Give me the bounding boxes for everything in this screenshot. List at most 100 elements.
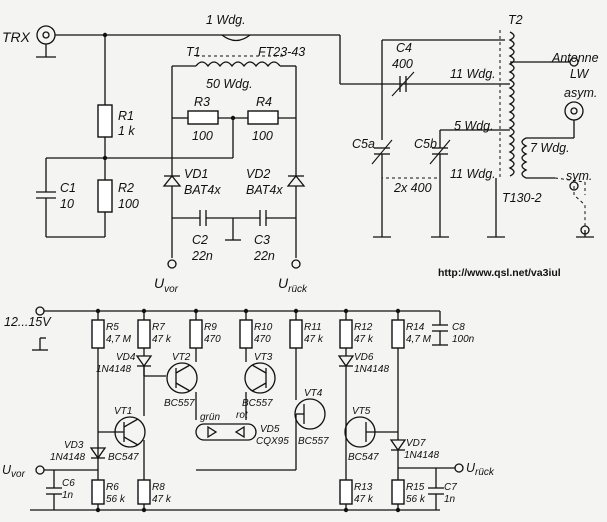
- r13-value: 47 k: [354, 494, 374, 505]
- vd4-diode: [135, 355, 153, 368]
- uruck-input: [454, 463, 464, 473]
- c8-value: 100n: [452, 334, 475, 345]
- vd6-diode: [337, 355, 355, 368]
- vd7-diode: [389, 439, 407, 452]
- source-url: http://www.qsl.net/va3iul: [438, 267, 561, 279]
- vd7-label: VD7: [406, 438, 426, 449]
- c3-value: 22n: [253, 249, 275, 263]
- vd5-value: CQX95: [256, 436, 289, 447]
- r12-label: R12: [354, 322, 373, 333]
- r15-value: 56 k: [406, 494, 426, 505]
- vd4-value: 1N4148: [96, 364, 131, 375]
- c4-label: C4: [396, 41, 412, 55]
- c5b-label: C5b: [414, 137, 437, 151]
- vd2-value: BAT4x: [246, 183, 283, 197]
- r15-resistor: [391, 479, 405, 505]
- vt5-value: BC547: [348, 452, 379, 463]
- c2-label: C2: [192, 233, 208, 247]
- vd2-diode: [286, 174, 306, 187]
- r14-label: R14: [406, 322, 425, 333]
- rot-label: rot: [236, 410, 249, 421]
- r5-resistor: [91, 319, 105, 349]
- r1-value: 1 k: [118, 124, 135, 138]
- r3-label: R3: [194, 95, 210, 109]
- top-circuit: TRX 1 Wdg. T1 FT23-43 50 Wdg. R1 1 k R2 …: [2, 13, 599, 295]
- r3-resistor: [187, 110, 219, 125]
- r8-value: 47 k: [152, 494, 172, 505]
- vt1-value: BC547: [108, 452, 139, 463]
- r8-resistor: [137, 479, 151, 505]
- r5-label: R5: [106, 322, 119, 333]
- t1-primary: [221, 34, 251, 42]
- r2-resistor: [97, 179, 113, 213]
- wdg11a-label: 11 Wdg.: [450, 67, 496, 81]
- t1-label: T1: [186, 45, 201, 59]
- c1-label: C1: [60, 181, 76, 195]
- vd1-value: BAT4x: [184, 183, 221, 197]
- r9-value: 470: [204, 334, 221, 345]
- supply-label: 12...15V: [4, 315, 52, 329]
- r15-label: R15: [406, 482, 425, 493]
- c5a-label: C5a: [352, 137, 375, 151]
- wdg7-label: 7 Wdg.: [530, 141, 570, 155]
- r5-value: 4,7 M: [106, 334, 132, 345]
- r6-resistor: [91, 479, 105, 505]
- t1-coil: [195, 61, 281, 68]
- r6-value: 56 k: [106, 494, 126, 505]
- c5-value: 2x 400: [393, 181, 432, 195]
- r13-label: R13: [354, 482, 373, 493]
- wdg50-label: 50 Wdg.: [206, 77, 253, 91]
- t2-secondary: [521, 137, 528, 179]
- uvor-top-label: Uvor: [154, 275, 179, 295]
- sym-label: sym.: [566, 169, 592, 183]
- one-wdg-label: 1 Wdg.: [206, 13, 246, 27]
- r13-resistor: [339, 479, 353, 505]
- r12-resistor: [339, 319, 353, 349]
- r1-label: R1: [118, 109, 134, 123]
- vd6-label: VD6: [354, 352, 374, 363]
- r9-label: R9: [204, 322, 217, 333]
- vt4-label: VT4: [304, 388, 323, 399]
- uruck-bottom-label: Urück: [466, 461, 495, 478]
- vt4-value: BC557: [298, 436, 329, 447]
- t2-core-label: T130-2: [502, 191, 542, 205]
- vt2-label: VT2: [172, 352, 191, 363]
- r3-value: 100: [192, 129, 213, 143]
- uruck-top-label: Urück: [278, 275, 308, 295]
- r7-label: R7: [152, 322, 165, 333]
- vd2-label: VD2: [246, 167, 270, 181]
- vd3-value: 1N4148: [50, 452, 85, 463]
- t2-coil: [508, 31, 515, 177]
- r11-resistor: [289, 319, 303, 349]
- supply-terminal: [35, 306, 45, 316]
- wdg11b-label: 11 Wdg.: [450, 167, 496, 181]
- t2-label: T2: [508, 13, 523, 27]
- vt3-transistor: [244, 362, 276, 394]
- asym-label: asym.: [564, 86, 597, 100]
- vd7-value: 1N4148: [404, 450, 439, 461]
- vt1-label: VT1: [114, 406, 132, 417]
- vt5-label: VT5: [352, 406, 371, 417]
- r7-resistor: [137, 319, 151, 349]
- r9-resistor: [189, 319, 203, 349]
- t1-core-label: FT23-43: [258, 45, 305, 59]
- r14-value: 4,7 M: [406, 334, 432, 345]
- trx-connector: [36, 25, 56, 58]
- c6-value: 1n: [62, 490, 74, 501]
- vt4-transistor: [294, 398, 326, 430]
- vd3-label: VD3: [64, 440, 84, 451]
- r11-value: 47 k: [304, 334, 324, 345]
- vt2-transistor: [166, 362, 198, 394]
- uvor-bottom-label: Uvor: [2, 463, 26, 480]
- bottom-circuit: 12...15V R5 4,7 M R7 47 k R9 470 R10 470…: [2, 306, 495, 513]
- r1-resistor: [97, 104, 113, 138]
- vd5-led-pair: [195, 423, 257, 441]
- r4-label: R4: [256, 95, 272, 109]
- c8-label: C8: [452, 322, 465, 333]
- vd3-diode: [89, 447, 107, 460]
- r14-resistor: [391, 319, 405, 349]
- r11-label: R11: [304, 322, 322, 333]
- r4-resistor: [247, 110, 279, 125]
- c1-value: 10: [60, 197, 74, 211]
